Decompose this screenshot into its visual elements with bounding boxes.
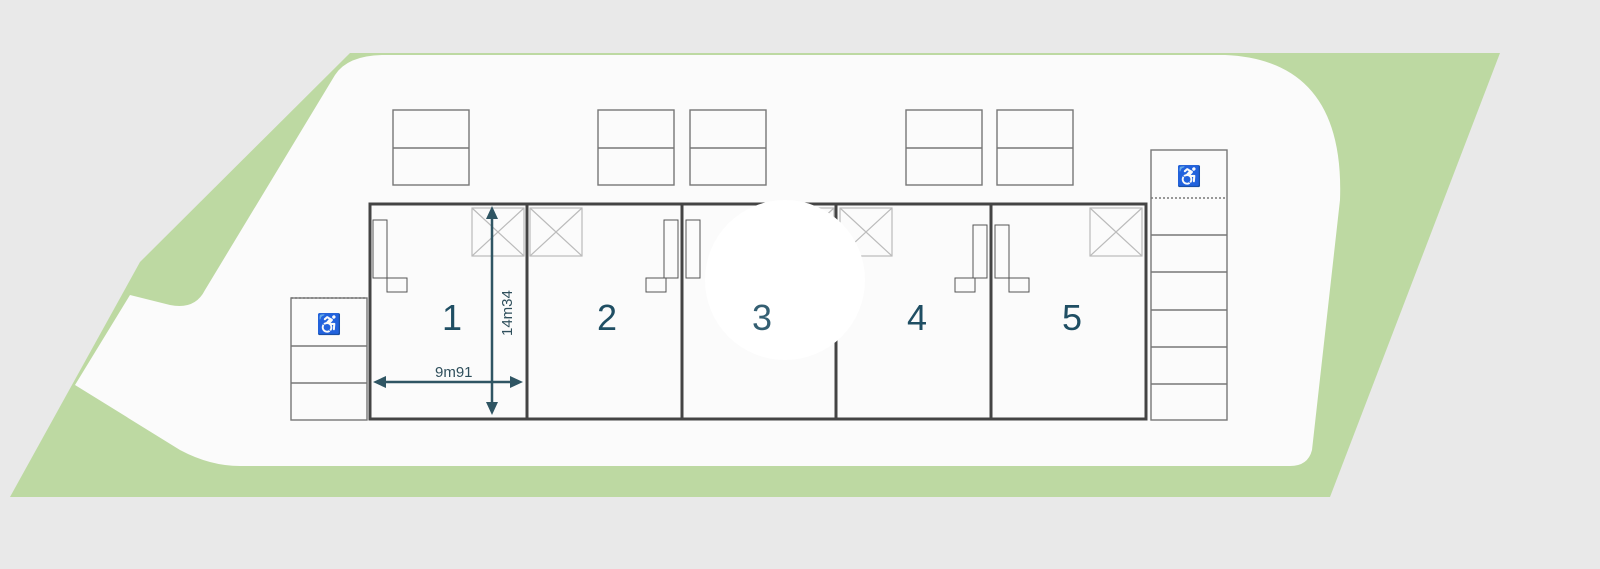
unit-label-3: 3: [752, 297, 772, 338]
unit-label-2: 2: [597, 297, 617, 338]
parking-right: ♿: [1150, 149, 1228, 421]
wheelchair-icon: ♿: [1177, 164, 1202, 188]
width-dimension-label: 9m91: [435, 364, 473, 381]
parking-left: ♿: [290, 297, 368, 421]
wheelchair-icon: ♿: [317, 312, 342, 336]
stairs: [372, 219, 1030, 293]
unit-label-5: 5: [1062, 297, 1082, 338]
unit-label-1: 1: [442, 297, 462, 338]
dimension-arrows: [373, 206, 523, 415]
parking-top: [392, 109, 1074, 186]
overlay-blob: [705, 200, 865, 360]
unit-label-4: 4: [907, 297, 927, 338]
depth-dimension-label: 14m34: [499, 290, 516, 336]
